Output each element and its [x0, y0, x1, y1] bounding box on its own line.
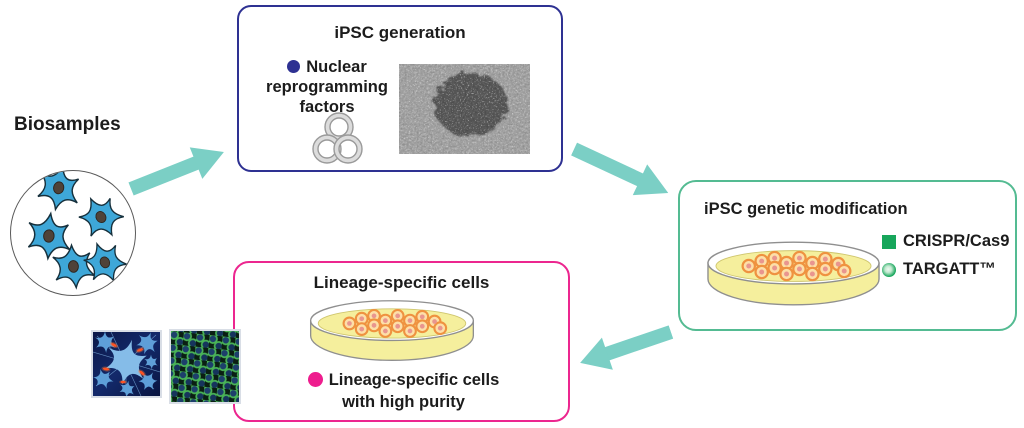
- arrow-icon: [566, 133, 675, 210]
- nuclear-reprogramming-text: Nuclear reprogramming factors: [247, 57, 407, 117]
- lineage-purity-text: Lineage-specific cells with high purity: [245, 369, 562, 413]
- ipsc-generation-title: iPSC generation: [334, 23, 466, 42]
- arrow-icon: [124, 135, 230, 205]
- legend-row-targatt: TARGATT™: [882, 260, 1009, 279]
- plasmids-icon: [312, 112, 363, 164]
- legend-label: CRISPR/Cas9: [903, 232, 1010, 250]
- arrow-icon: [574, 315, 676, 380]
- epithelial-fluorescence-image: [169, 329, 241, 404]
- ipsc-colony-micrograph: [399, 64, 530, 154]
- legend-label: TARGATT™: [903, 260, 996, 278]
- bullet-line: Nuclear: [306, 58, 367, 76]
- petri-dish-icon: [707, 241, 880, 306]
- ipsc-genetic-modification-box: iPSC genetic modification: [678, 180, 1017, 331]
- bullet-line: Lineage-specific cells: [328, 371, 500, 389]
- neurons-graphic: [93, 332, 160, 396]
- genetic-modification-legend: CRISPR/Cas9 TARGATT™: [882, 232, 1009, 279]
- lineage-cells-title: Lineage-specific cells: [313, 273, 490, 292]
- genetic-modification-title: iPSC genetic modification: [704, 200, 908, 218]
- bullet-line: with high purity: [342, 393, 465, 411]
- green-bullet-icon: [882, 234, 896, 249]
- ipsc-generation-box: iPSC generation Nuclear reprogramming fa…: [237, 5, 563, 172]
- fibroblast-cells-icon: [24, 171, 132, 290]
- biosample-cells-illustration: [10, 170, 136, 296]
- green-cells-graphic: [171, 331, 239, 402]
- neuron-fluorescence-image: [91, 330, 162, 398]
- bullet-line: reprogramming: [266, 78, 388, 96]
- legend-row-crispr: CRISPR/Cas9: [882, 232, 1009, 251]
- pink-bullet-icon: [307, 372, 323, 387]
- biosamples-label: Biosamples: [14, 114, 121, 135]
- navy-bullet-icon: [287, 60, 301, 73]
- bullet-line: factors: [299, 98, 355, 116]
- lineage-specific-cells-box: Lineage-specific cells Lineage-sp: [233, 261, 570, 422]
- petri-dish-icon: [309, 300, 475, 361]
- green-ring-bullet-icon: [882, 262, 896, 277]
